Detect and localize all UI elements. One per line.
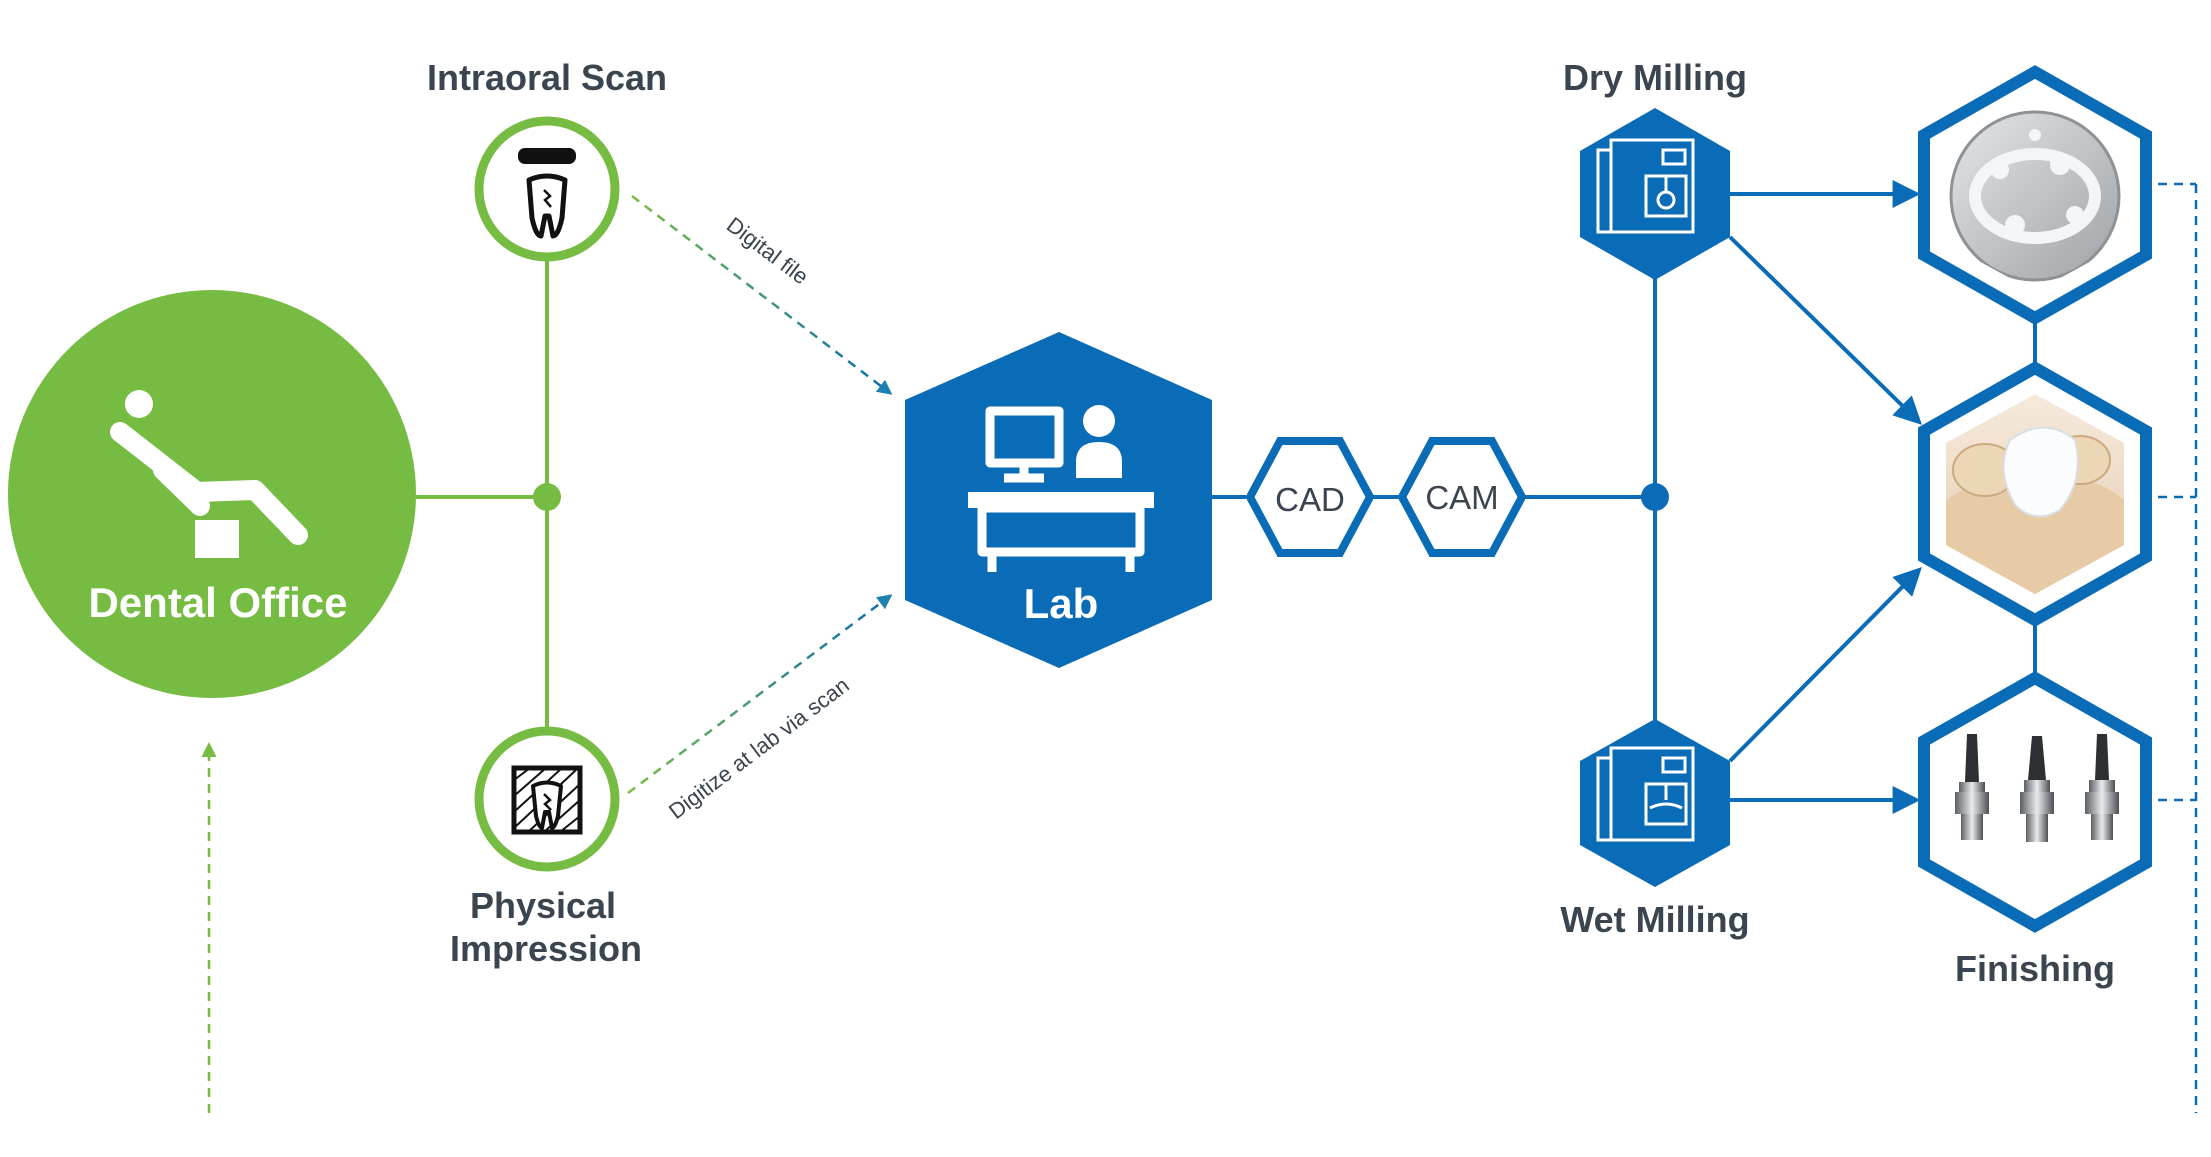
intraoral-scan-node: Intraoral Scan xyxy=(427,57,667,262)
lab-label: Lab xyxy=(1024,580,1099,627)
product-crown-node xyxy=(1918,361,2152,627)
cad-node: CAD xyxy=(1245,437,1375,557)
dental-office-label: Dental Office xyxy=(88,579,347,626)
tooth-scanner-icon xyxy=(518,148,576,239)
cam-label: CAM xyxy=(1425,479,1498,516)
junction-dot-green xyxy=(533,483,561,511)
impression-tray-icon xyxy=(511,765,583,835)
milling-arrows xyxy=(1728,180,1923,814)
finishing-label: Finishing xyxy=(1955,948,2115,989)
junction-dot-blue xyxy=(1641,483,1669,511)
return-loop xyxy=(201,182,2198,1115)
physical-impression-label-1: Physical xyxy=(470,885,616,926)
wet-milling-node: Wet Milling xyxy=(1560,719,1750,940)
lab-node: Lab xyxy=(905,332,1212,668)
milling-machine-icon xyxy=(1596,746,1695,842)
dental-office-node: Dental Office xyxy=(8,290,416,698)
milling-machine-icon xyxy=(1596,138,1695,234)
edge-digital-file: Digital file xyxy=(631,195,893,395)
dry-milling-label: Dry Milling xyxy=(1563,57,1747,98)
lab-desk-icon xyxy=(968,405,1154,572)
intraoral-scan-label: Intraoral Scan xyxy=(427,57,667,98)
edge-label-digital-file: Digital file xyxy=(722,212,813,289)
arrow-dry-to-crown xyxy=(1728,235,1923,425)
abutments-image xyxy=(1955,734,2119,842)
dental-chair-icon xyxy=(110,390,308,558)
physical-impression-label-2: Impression xyxy=(450,928,642,969)
cad-label: CAD xyxy=(1275,481,1345,518)
product-abutments-node: Finishing xyxy=(1918,671,2152,989)
crown-model-image xyxy=(1946,394,2124,594)
dry-milling-node: Dry Milling xyxy=(1563,57,1747,280)
arrow-wet-to-crown xyxy=(1728,567,1922,763)
edge-digitize-at-lab: Digitize at lab via scan xyxy=(627,594,893,824)
wet-milling-label: Wet Milling xyxy=(1560,899,1749,940)
cam-node: CAM xyxy=(1397,437,1527,557)
physical-impression-node: Physical Impression xyxy=(450,726,642,969)
product-disc-node xyxy=(1918,65,2152,325)
